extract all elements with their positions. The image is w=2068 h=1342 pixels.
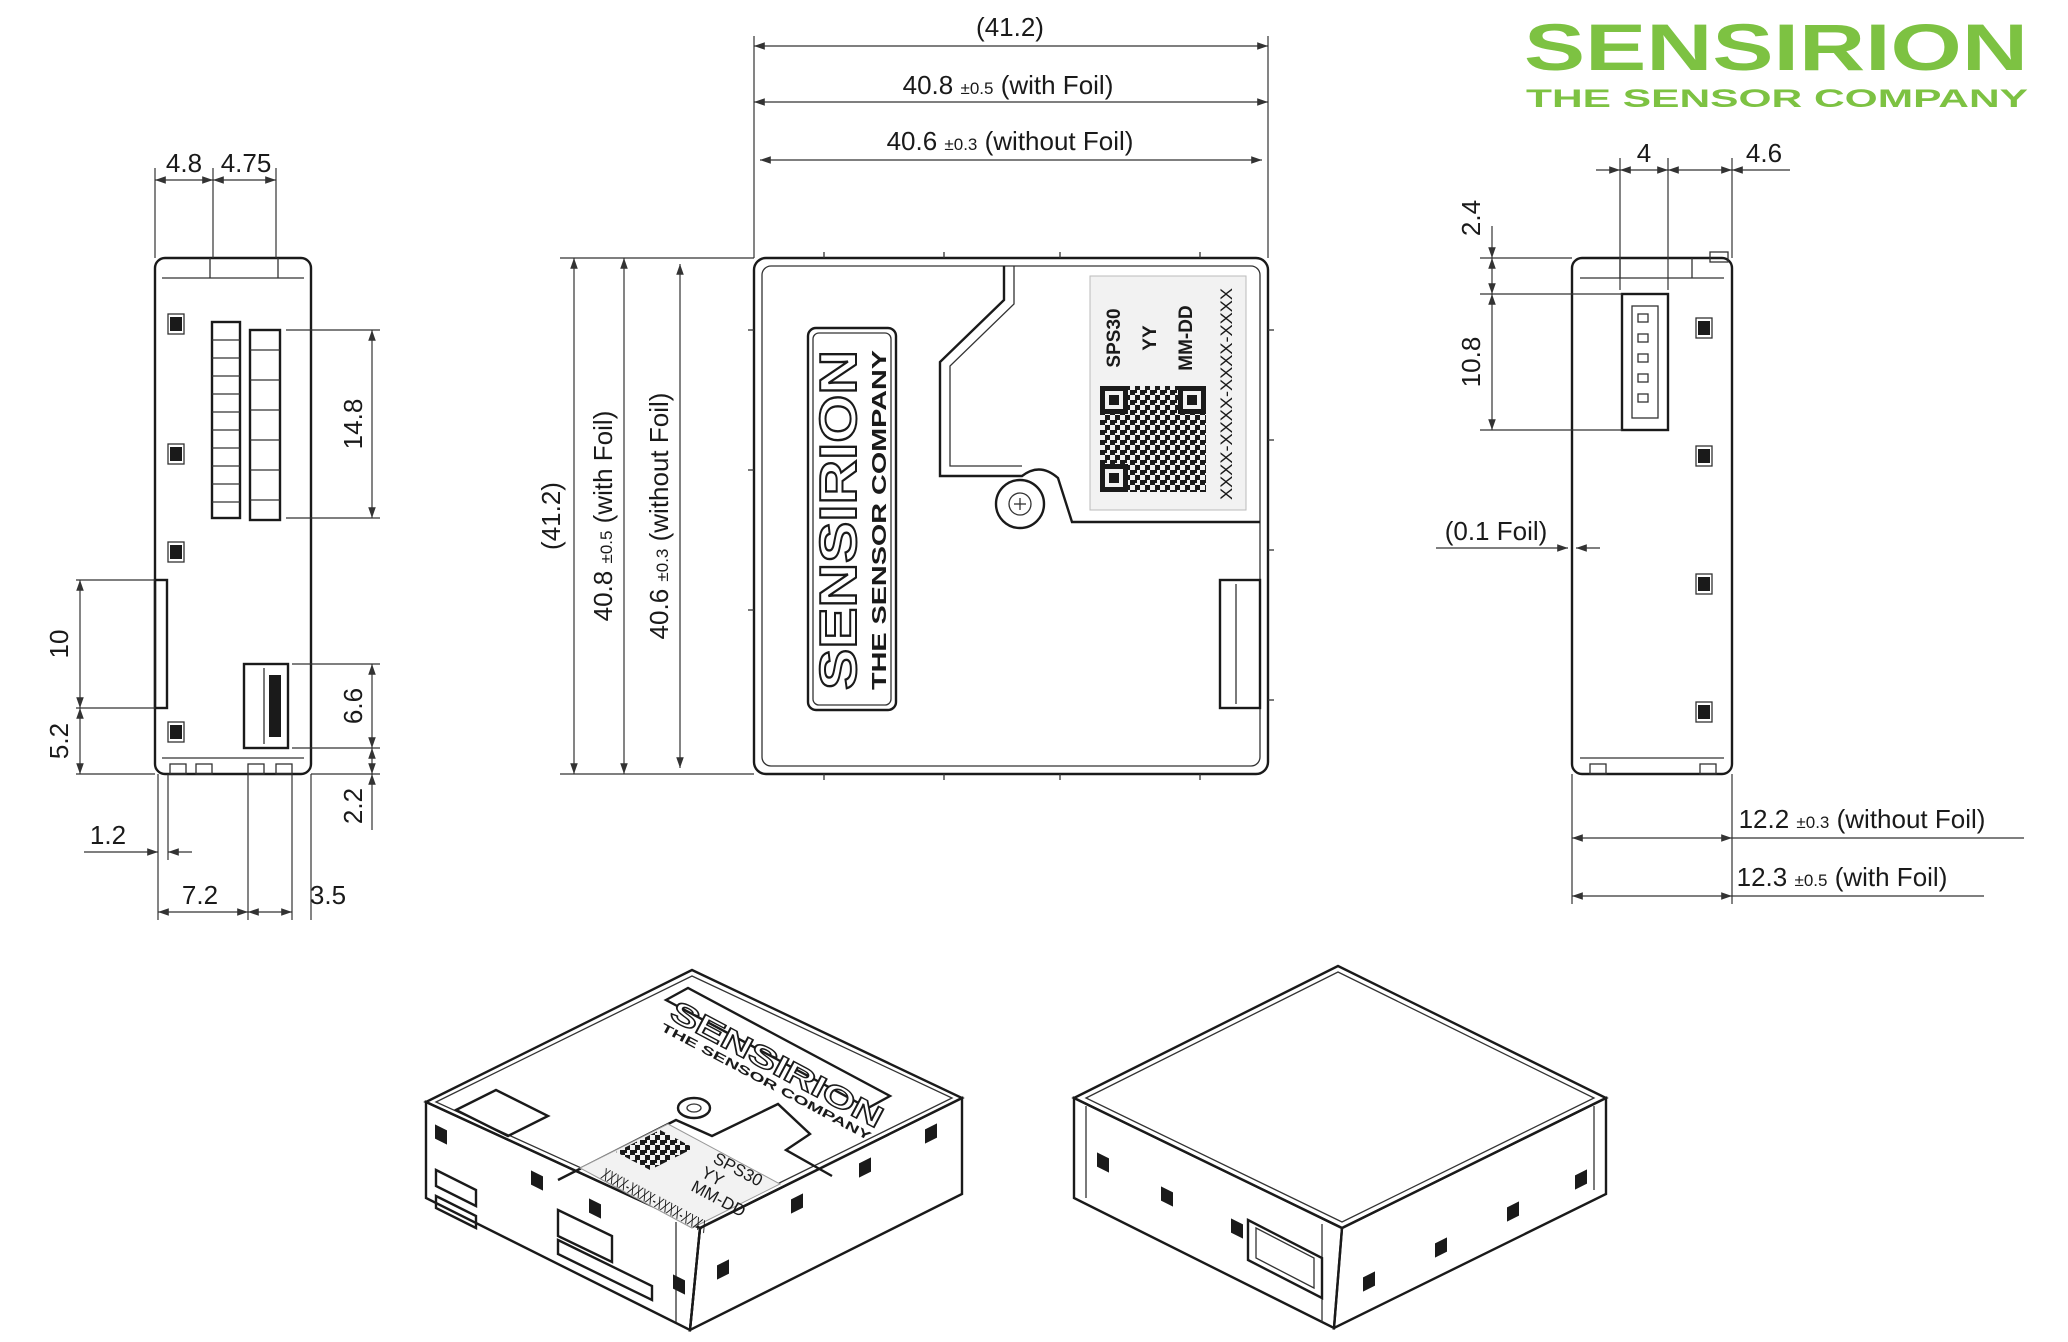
- right-connector: [1620, 292, 1670, 432]
- dim-right-top-b: 4.6: [1746, 138, 1782, 168]
- iso-product-label: SPS30 YY MM-DD XXXX-XXXX-XXXX-XXXX: [578, 1123, 782, 1237]
- dim-left-window-offset: 5.2: [44, 723, 74, 759]
- cover-outline: [938, 266, 1260, 524]
- dim-front-height-with-foil: 40.8 ±0.5 (with Foil): [588, 411, 618, 622]
- front-view: SENSIRION THE SENSOR COMPANY SPS30 YY MM…: [536, 12, 1274, 780]
- qr-code-icon: [1100, 386, 1206, 492]
- dim-left-connector-offset: 2.2: [338, 788, 368, 824]
- iso-screw-icon: [676, 1096, 712, 1120]
- dim-right-depth-with-foil: 12.3 ±0.5 (with Foil): [1737, 862, 1948, 892]
- iso2-right-face: [1332, 1096, 1608, 1331]
- mounting-hole-icon: [435, 1123, 937, 1295]
- screw-icon: [994, 478, 1046, 530]
- dim-right-conn-offset: 2.4: [1456, 200, 1486, 236]
- dim-right-depth-without-foil: 12.2 ±0.3 (without Foil): [1739, 804, 1986, 834]
- isometric-view-bottom: [1071, 964, 1609, 1331]
- label-date: MM-DD: [1176, 305, 1197, 370]
- dim-left-connector-height: 6.6: [338, 688, 368, 724]
- dim-right-foil: (0.1 Foil): [1445, 516, 1548, 546]
- dim-left-bottom-a: 7.2: [182, 880, 218, 910]
- dim-front-width-nominal: (41.2): [976, 12, 1044, 42]
- dim-front-height-without-foil: 40.6 ±0.3 (without Foil): [644, 393, 674, 640]
- side-clip: [1218, 578, 1262, 710]
- body-brand-plate: SENSIRION THE SENSOR COMPANY: [806, 326, 898, 712]
- isometric-view-top: SENSIRION THE SENSOR COMPANY SPS30 YY MM…: [423, 968, 965, 1333]
- dim-right-conn-height: 10.8: [1456, 337, 1486, 388]
- product-label: SPS30 YY MM-DD XXXX-XXXX-XXXX-XXXX: [1089, 275, 1247, 511]
- label-model: SPS30: [1104, 308, 1125, 367]
- left-side-view: 4.8 4.75 14.8 10 5.2 6.6 2.2 1.2 7.2 3.5: [44, 148, 380, 920]
- sensirion-logo: SENSIRION THE SENSOR COMPANY: [1524, 10, 2029, 113]
- dim-front-width-with-foil: 40.8 ±0.5 (with Foil): [903, 70, 1114, 100]
- dim-left-window-height: 10: [44, 630, 74, 659]
- iso2-left-face: [1072, 1096, 1344, 1330]
- iso-brand-plate: SENSIRION THE SENSOR COMPANY: [659, 986, 893, 1143]
- logo-tagline: THE SENSOR COMPANY: [1526, 85, 2029, 113]
- dim-right-top-a: 4: [1637, 138, 1651, 168]
- dim-front-height-nominal: (41.2): [536, 482, 566, 550]
- side-window: [153, 578, 169, 710]
- logo-brand-name: SENSIRION: [1524, 10, 2028, 84]
- left-view-feet: [169, 763, 293, 775]
- dim-left-top-b: 4.75: [221, 148, 272, 178]
- dim-left-top-a: 4.8: [166, 148, 202, 178]
- left-view-outline: [153, 256, 313, 776]
- body-brand-text: SENSIRION: [810, 350, 868, 690]
- label-year: YY: [1140, 325, 1161, 351]
- body-tagline-text: THE SENSOR COMPANY: [869, 349, 891, 690]
- right-side-view: 4 4.6 2.4 10.8 (0.1 Foil) 12.2 ±0.3 (wit…: [1436, 138, 2024, 904]
- iso2-top-face: [1071, 964, 1609, 1230]
- dim-left-bottom-b: 3.5: [310, 880, 346, 910]
- label-serial: XXXX-XXXX-XXXX-XXXX: [1217, 288, 1236, 500]
- iso2-connector-opening: [1246, 1218, 1324, 1300]
- dim-left-edge-offset: 1.2: [90, 820, 126, 850]
- mounting-hole-icon: [1695, 317, 1713, 723]
- front-view-outline: [752, 256, 1270, 776]
- dim-front-width-without-foil: 40.6 ±0.3 (without Foil): [887, 126, 1134, 156]
- iso-inlet-slot: [556, 1208, 614, 1264]
- mounting-hole-icon: [167, 313, 185, 743]
- inlet-slots: [210, 320, 282, 522]
- left-connector: [242, 662, 290, 750]
- right-view-outline: [1570, 256, 1734, 776]
- dim-left-slot-height: 14.8: [338, 399, 368, 450]
- mounting-hole-icon: [1097, 1152, 1587, 1292]
- right-view-feet: [1589, 763, 1717, 775]
